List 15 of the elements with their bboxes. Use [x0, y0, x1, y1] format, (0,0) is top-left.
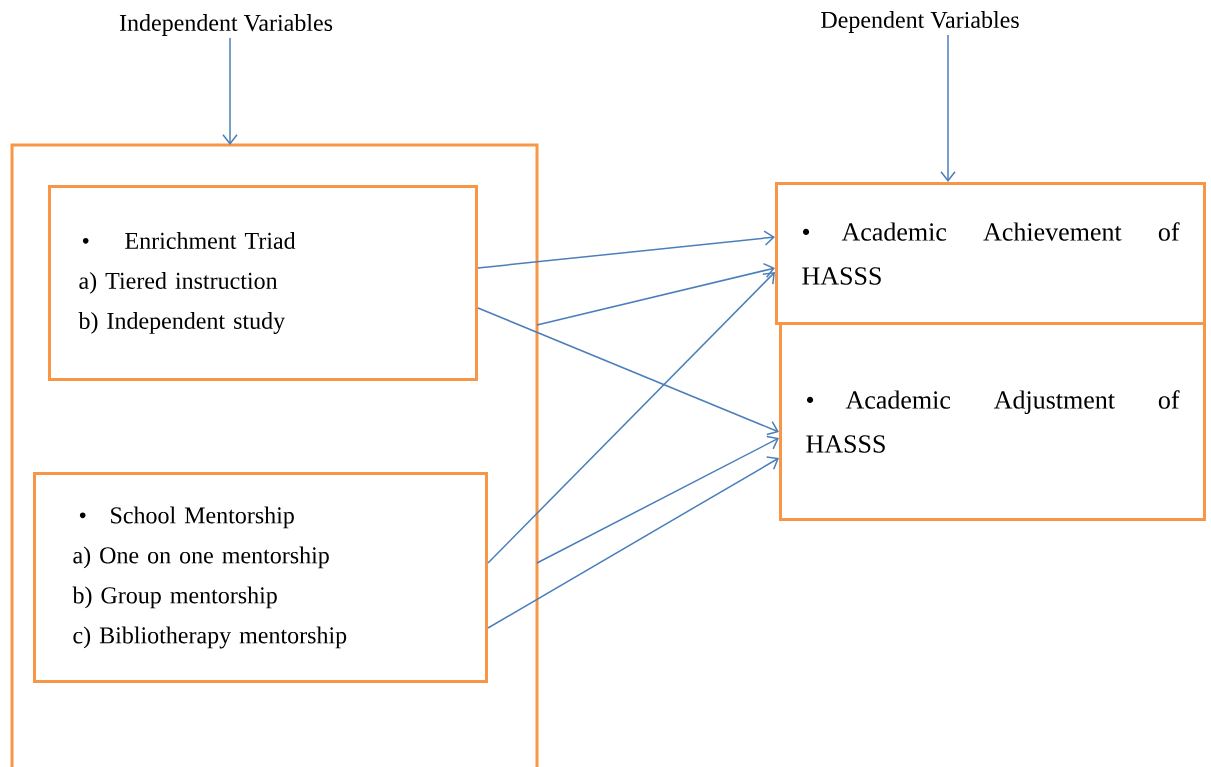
variable-box: • Enrichment Triad a) Tiered instruction b) Independent study [48, 185, 478, 381]
outcome-box: • Academic Adjustment of HASSS [779, 322, 1206, 521]
arrow [477, 307, 779, 436]
heading-text: Independent Variables [119, 14, 333, 36]
arrow [487, 456, 779, 629]
arrow [940, 34, 956, 182]
arrow [477, 230, 775, 269]
arrow [487, 272, 775, 564]
outer-frame [10, 143, 539, 767]
arrow [222, 37, 238, 145]
outcome-box: • Academic Achievement of HASSS [775, 182, 1206, 325]
arrow [536, 435, 779, 564]
variable-box: • School Mentorship a) One on one mentorship b) Group mentorship c) Bibliotherapy mentorship [33, 472, 488, 683]
heading-text: Dependent Variables [821, 11, 1019, 33]
arrow [536, 262, 775, 326]
